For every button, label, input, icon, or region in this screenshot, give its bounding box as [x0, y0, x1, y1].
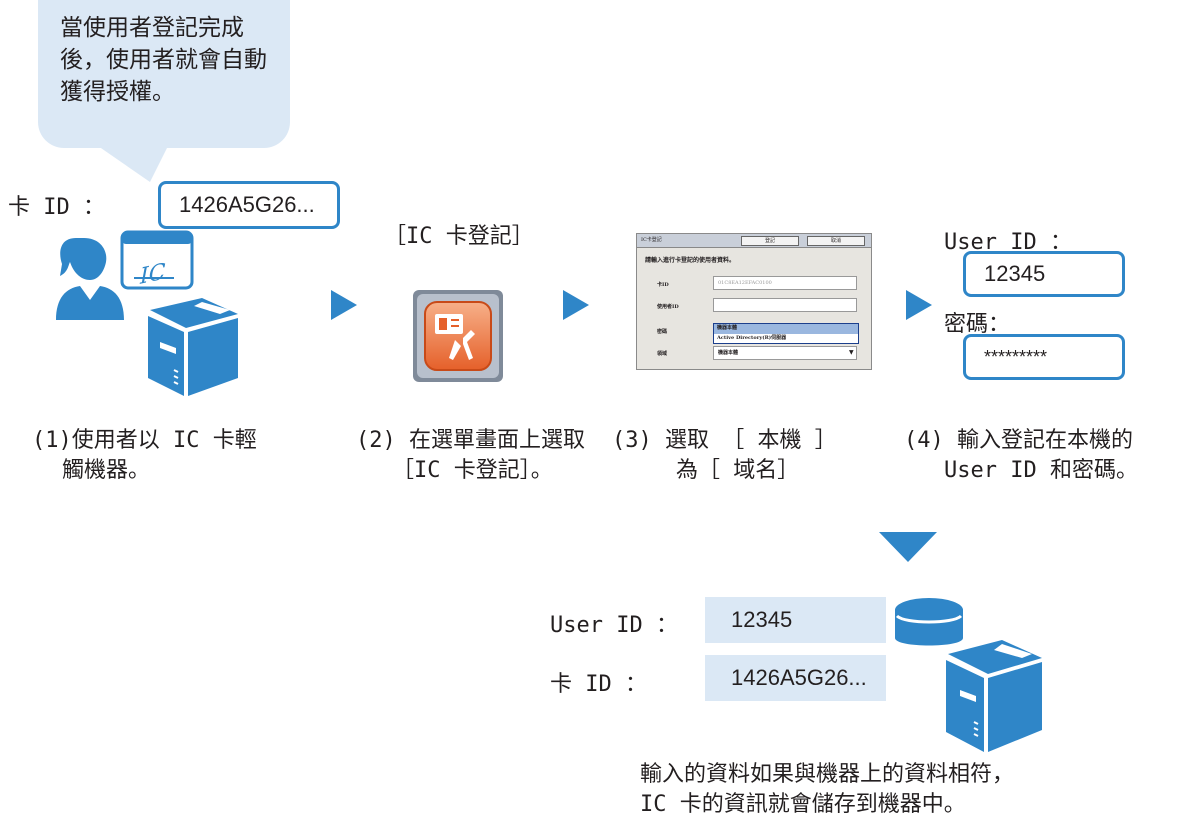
result-user-id-label: User ID ：	[550, 613, 678, 638]
panel-domain-dropdown-list[interactable]: 機器本體 Active Directory(R)伺服器	[713, 323, 859, 344]
speech-bubble	[38, 0, 290, 148]
panel-domain-select[interactable]: 機器本體	[713, 346, 857, 360]
step2-title: ［IC 卡登記］	[384, 224, 534, 249]
arrow-down-icon	[879, 532, 937, 562]
step2-caption-line1: (2) 在選單畫面上選取	[356, 428, 585, 453]
panel-title: IC卡登記	[641, 237, 662, 243]
ic-card-register-app-icon	[413, 290, 503, 382]
dropdown-option[interactable]: Active Directory(R)伺服器	[717, 335, 787, 341]
speech-bubble-text: 當使用者登記完成後，使用者就會自動獲得授權。	[60, 15, 267, 105]
panel-card-id-field: 01C8EA12EFAC0100	[713, 276, 857, 290]
step4-user-id-label: User ID ：	[944, 230, 1072, 255]
panel-title-bar: IC卡登記 登記 取消	[637, 234, 871, 248]
register-button[interactable]: 登記	[741, 236, 799, 246]
user-icon	[56, 238, 124, 320]
panel-user-id-label: 使用者ID	[657, 304, 679, 310]
card-id-label: 卡 ID ：	[8, 195, 105, 220]
arrow-right-icon	[563, 290, 589, 320]
ic-card-icon	[120, 230, 194, 290]
ic-card-register-panel: IC卡登記 登記 取消 請輸入進行卡登記的使用者資料。 卡ID 01C8EA12…	[636, 233, 872, 370]
card-id-value-box: 1426A5G26...	[158, 181, 340, 229]
step4-password-field[interactable]: *********	[963, 334, 1125, 380]
result-card-id-value: 1426A5G26...	[705, 655, 886, 701]
speech-bubble-tail	[98, 146, 168, 182]
cancel-button[interactable]: 取消	[807, 236, 865, 246]
step1-caption-line2: 觸機器。	[62, 458, 151, 483]
step3-caption-line1: (3) 選取 ［ 本機 ］	[612, 428, 837, 453]
step2-caption-line2: ［IC 卡登記］。	[392, 458, 553, 483]
panel-card-id-label: 卡ID	[657, 282, 669, 288]
printer-icon	[946, 640, 1042, 752]
step4-caption-line1: (4) 輸入登記在本機的	[904, 428, 1133, 453]
step3-caption-line2: 為［ 域名］	[676, 458, 800, 483]
result-card-id-label: 卡 ID ：	[550, 672, 647, 697]
arrow-right-icon	[331, 290, 357, 320]
panel-instruction: 請輸入進行卡登記的使用者資料。	[645, 257, 736, 264]
database-icon	[895, 598, 963, 646]
result-user-id-value: 12345	[705, 597, 886, 643]
chevron-down-icon: ▼	[849, 349, 854, 356]
arrow-right-icon	[906, 290, 932, 320]
result-note-line2: IC 卡的資訊就會儲存到機器中。	[640, 792, 966, 817]
panel-password-label: 密碼	[657, 329, 668, 335]
result-note-line1: 輸入的資料如果與機器上的資料相符，	[640, 762, 1015, 787]
step4-password-label: 密碼：	[944, 312, 1011, 337]
dropdown-option[interactable]: 機器本體	[714, 324, 858, 334]
panel-domain-label: 領域	[657, 351, 668, 357]
panel-user-id-field[interactable]	[713, 298, 857, 312]
step4-user-id-field[interactable]: 12345	[963, 251, 1125, 297]
printer-icon	[148, 298, 238, 396]
step1-caption-line1: (1)使用者以 IC 卡輕	[32, 428, 257, 453]
step4-caption-line2: User ID 和密碼。	[944, 458, 1138, 483]
